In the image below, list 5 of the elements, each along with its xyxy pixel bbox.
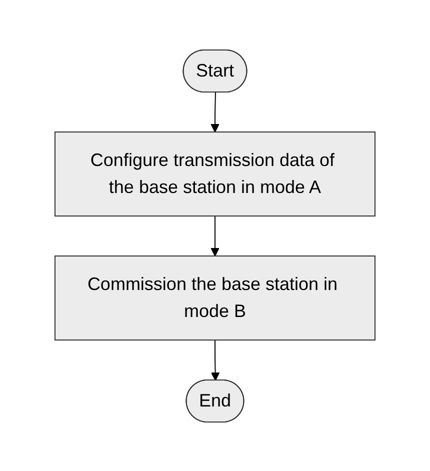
node-box: Configure transmission data of the base station in mode A bbox=[54, 131, 376, 216]
arrow bbox=[210, 92, 220, 132]
arrow bbox=[210, 215, 220, 256]
arrow bbox=[210, 339, 220, 380]
node-box: Commission the base station in mode B bbox=[54, 255, 376, 340]
